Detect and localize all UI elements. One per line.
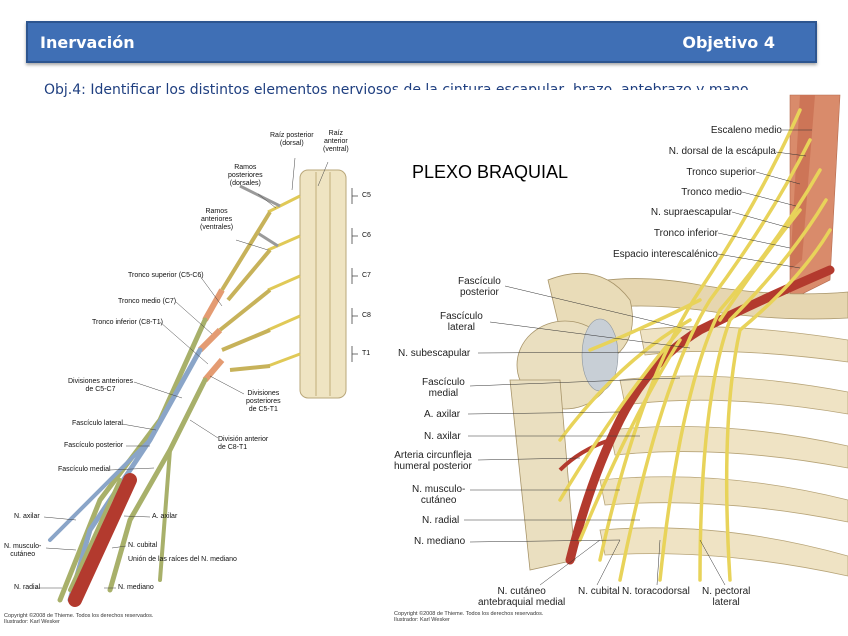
label-n-radial-right: N. radial (422, 515, 460, 526)
label-raiz-anterior: Raíz anterior (ventral) (323, 130, 349, 153)
label-tronco-superior: Tronco superior (C5-C6) (128, 272, 204, 279)
label-tronco-medio: Tronco medio (C7) (118, 298, 177, 305)
label-c5: C5 (362, 192, 371, 199)
clavicle (559, 278, 848, 320)
label-tronco-inferior-right: Tronco inferior (653, 228, 718, 239)
label-n-cubital-left: N. cubital (128, 542, 158, 549)
humerus (509, 379, 576, 571)
spinal-cord (299, 169, 347, 399)
spinal-roots (218, 210, 272, 372)
label-fasciculo-lateral-right: Fascículo lateral (440, 311, 483, 333)
header-objective: Objetivo 4 (682, 32, 775, 52)
label-arteria-circunfleja: Arteria circunfleja humeral posterior (394, 450, 472, 472)
label-a-axilar-left: A. axilar (152, 513, 178, 520)
spinal-segment-brackets (351, 188, 358, 362)
brachial-plexus-nerves (558, 108, 832, 582)
label-fasciculo-medial: Fascículo medial (58, 466, 111, 473)
label-union-raices: Unión de las raíces del N. mediano (128, 556, 237, 563)
label-c7: C7 (362, 272, 371, 279)
label-n-cubital-right: N. cubital (578, 586, 620, 597)
label-ramos-anteriores: Ramos anteriores (ventrales) (200, 208, 234, 231)
label-ramos-posteriores: Ramos posteriores (dorsales) (228, 164, 263, 187)
copyright-left: Copyright ©2008 de Thieme. Todos los der… (4, 613, 154, 625)
label-espacio-interescalenico: Espacio interescalénico (612, 249, 718, 260)
label-n-radial-left: N. radial (14, 584, 41, 591)
label-n-axilar-left: N. axilar (14, 513, 40, 520)
header-title: Inervación (40, 32, 135, 52)
nerve-rootlets (267, 194, 301, 368)
label-raiz-posterior: Raíz posterior (dorsal) (270, 132, 314, 147)
axillary-artery (68, 473, 137, 607)
label-division-anterior: División anterior de C8-T1 (218, 436, 269, 451)
label-tronco-inferior: Tronco inferior (C8-T1) (92, 319, 163, 326)
trunks (197, 288, 225, 382)
plexo-braquial-title: PLEXO BRAQUIAL (412, 162, 569, 182)
label-t1: T1 (362, 350, 371, 357)
label-fasciculo-lateral: Fascículo lateral (72, 420, 123, 427)
copyright-right: Copyright ©2008 de Thieme. Todos los der… (394, 611, 544, 623)
label-c6: C6 (362, 232, 371, 239)
label-tronco-medio-right: Tronco medio (681, 187, 742, 198)
label-n-musculocutaneo-left: N. musculo- cutáneo (4, 543, 42, 558)
label-fasciculo-medial-right: Fascículo medial (422, 377, 465, 399)
axillary-nerve (48, 438, 152, 542)
label-n-axilar-right: N. axilar (424, 431, 461, 442)
label-n-dorsal-escapula: N. dorsal de la escápula (668, 146, 776, 157)
plexus-anatomical-figure (392, 90, 848, 636)
subclavian-axillary-artery (565, 265, 835, 565)
label-n-mediano-right: N. mediano (414, 536, 466, 547)
label-c8: C8 (362, 312, 371, 319)
label-n-toracodorsal: N. toracodorsal (622, 586, 690, 597)
label-escaleno-medio: Escaleno medio (710, 125, 782, 136)
label-n-supraescapular: N. supraescapular (650, 207, 732, 218)
label-n-mediano-left: N. mediano (118, 584, 154, 591)
medial-cord (107, 377, 208, 593)
label-divisiones-anteriores: Divisiones anteriores de C5-C7 (68, 378, 133, 393)
label-n-pectoral-lateral: N. pectoral lateral (702, 586, 751, 608)
plexus-schematic-figure (36, 157, 358, 607)
label-divisiones-posteriores: Divisiones posteriores de C5-T1 (246, 390, 281, 413)
label-fasciculo-posterior-right: Fascículo posterior (458, 276, 501, 298)
label-tronco-superior-right: Tronco superior (686, 167, 756, 178)
label-n-subescapular: N. subescapular (398, 348, 471, 359)
label-fasciculo-posterior: Fascículo posterior (64, 442, 124, 449)
label-a-axilar-right: A. axilar (424, 409, 461, 420)
label-n-musculocutaneo-right: N. musculo- cutáneo (412, 484, 466, 506)
label-n-cutaneo: N. cutáneo antebraquial medial (478, 586, 566, 608)
slide-header: Inervación Objetivo 4 (26, 21, 817, 63)
